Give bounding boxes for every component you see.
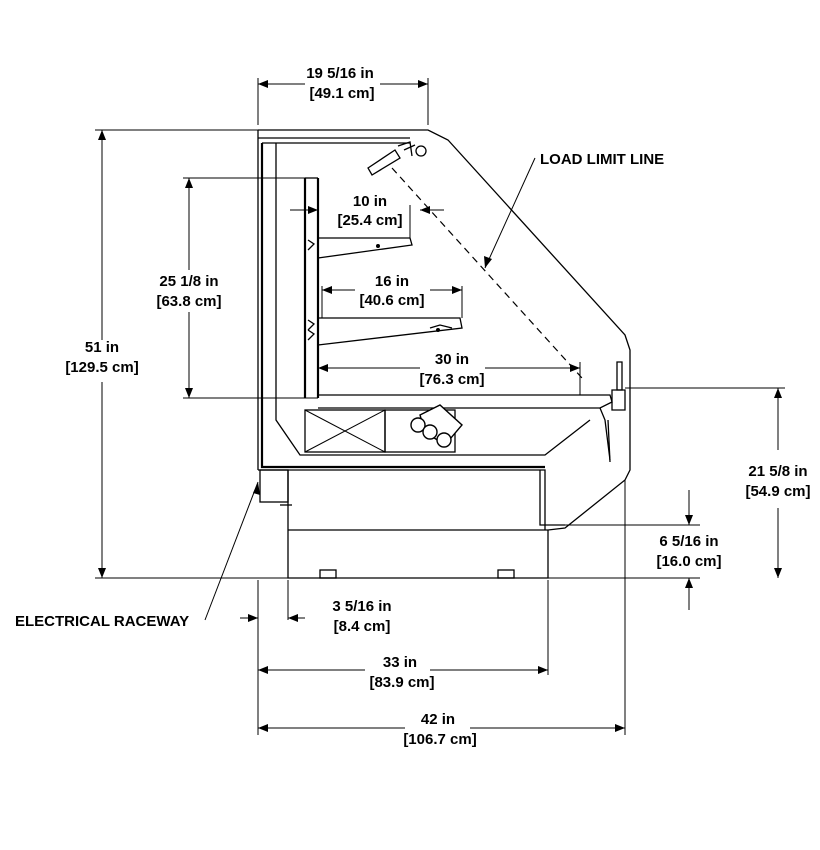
shelf-top	[307, 237, 413, 259]
shelf-middle	[307, 317, 463, 346]
top-width-imperial: 19 5/16 in	[306, 65, 374, 82]
fan-assembly	[410, 404, 463, 448]
deck-depth-metric: [76.3 cm]	[419, 371, 484, 388]
shelf-height-imperial: 25 1/8 in	[159, 273, 218, 290]
shelf-height-metric: [63.8 cm]	[156, 293, 221, 310]
shelf-middle-imperial: 16 in	[375, 273, 409, 290]
deck-depth-imperial: 30 in	[435, 351, 469, 368]
electrical-raceway-label: ELECTRICAL RACEWAY	[15, 613, 189, 630]
raceway-height-imperial: 6 5/16 in	[659, 533, 718, 550]
case-body	[257, 129, 631, 579]
load-limit-line	[391, 167, 583, 379]
overall-height-imperial: 51 in	[85, 339, 119, 356]
callout-leaders	[204, 157, 536, 621]
canopy-light	[367, 141, 427, 176]
raceway-box	[259, 469, 292, 506]
top-width-metric: [49.1 cm]	[309, 85, 374, 102]
shelf-middle-metric: [40.6 cm]	[359, 292, 424, 309]
raceway-offset-imperial: 3 5/16 in	[332, 598, 391, 615]
overall-depth-metric: [106.7 cm]	[403, 731, 476, 748]
front-height-metric: [54.9 cm]	[745, 483, 810, 500]
load-limit-label: LOAD LIMIT LINE	[540, 151, 664, 168]
base-depth-imperial: 33 in	[383, 654, 417, 671]
overall-height-metric: [129.5 cm]	[65, 359, 138, 376]
dimension-lines	[95, 78, 785, 735]
raceway-height-metric: [16.0 cm]	[656, 553, 721, 570]
raceway-offset-metric: [8.4 cm]	[334, 618, 391, 635]
shelf-top-imperial: 10 in	[353, 193, 387, 210]
base-depth-metric: [83.9 cm]	[369, 674, 434, 691]
overall-depth-imperial: 42 in	[421, 711, 455, 728]
front-height-imperial: 21 5/8 in	[748, 463, 807, 480]
shelf-top-metric: [25.4 cm]	[337, 212, 402, 229]
